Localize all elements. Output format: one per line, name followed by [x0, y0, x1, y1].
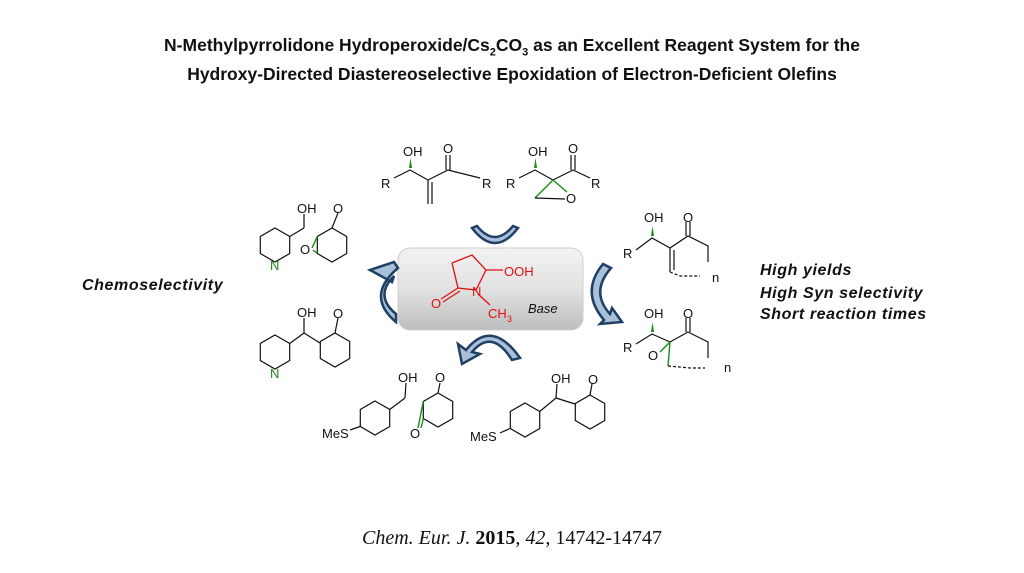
nmp-hydroperoxide-structure: OOH O N CH 3	[431, 254, 534, 324]
n-label: N	[270, 258, 279, 273]
feature-label: Short reaction times	[760, 306, 927, 323]
o-label: O	[300, 242, 310, 257]
oh-label: OH	[644, 306, 664, 321]
ch3-subscript: 3	[507, 314, 512, 324]
title-text: N-Methylpyrrolidone Hydroperoxide/Cs	[164, 35, 490, 55]
mes-aryl-epoxide-structure: MeS OH O O	[322, 370, 454, 441]
title-text: CO	[495, 35, 523, 55]
o-label: O	[683, 306, 693, 321]
mes-aryl-enone-structure: MeS OH O	[470, 371, 606, 444]
pyridyl-enone-structure: OH O N	[259, 305, 351, 381]
o-label: O	[648, 348, 658, 363]
oh-label: OH	[403, 144, 423, 159]
pyridyl-epoxide-structure: OH O O N	[259, 201, 348, 273]
ch3-label: CH	[488, 306, 507, 321]
n-subscript: n	[712, 270, 719, 285]
chemoselectivity-label: Chemoselectivity	[82, 277, 224, 294]
r-label: R	[482, 176, 491, 191]
oh-label: OH	[297, 305, 317, 320]
mes-label: MeS	[322, 426, 349, 441]
o-label: O	[568, 141, 578, 156]
oh-label: OH	[551, 371, 571, 386]
o-label: O	[683, 210, 693, 225]
o-label: O	[431, 296, 441, 311]
o-label: O	[410, 426, 420, 441]
year: 2015	[475, 527, 516, 549]
curved-arrow-right	[590, 262, 625, 326]
reagent-box	[397, 247, 584, 331]
journal: Chem. Eur. J.	[362, 527, 471, 549]
oh-label: OH	[398, 370, 418, 385]
feature-label: High yields	[760, 262, 852, 279]
curved-arrow-left	[366, 260, 400, 325]
title-line-2: Hydroxy-Directed Diastereoselective Epox…	[187, 64, 837, 84]
oh-label: OH	[644, 210, 664, 225]
title-text: as an Excellent Reagent System for the	[528, 35, 860, 55]
o-label: O	[333, 201, 343, 216]
r-label: R	[381, 176, 390, 191]
r-label: R	[623, 340, 632, 355]
n-subscript: n	[724, 360, 731, 375]
ooh-label: OOH	[504, 264, 534, 279]
n-label: N	[472, 284, 481, 299]
pages: 14742-14747	[555, 527, 662, 549]
r-label: R	[506, 176, 515, 191]
o-label: O	[435, 370, 445, 385]
o-label: O	[588, 372, 598, 387]
title-line-1: N-Methylpyrrolidone Hydroperoxide/Cs2CO3…	[0, 35, 1024, 59]
epoxide-product-structure: OH R O R O	[506, 141, 600, 206]
o-label: O	[443, 141, 453, 156]
o-label: O	[566, 191, 576, 206]
substrate-structure: OH R O R	[381, 141, 491, 204]
subscript: 3	[522, 46, 529, 59]
mes-label: MeS	[470, 429, 497, 444]
volume: 42	[525, 527, 546, 549]
cyclic-enone-structure: OH R O n	[623, 210, 719, 285]
oh-label: OH	[528, 144, 548, 159]
base-label: Base	[528, 301, 558, 316]
curved-arrow-top	[470, 224, 520, 245]
o-label: O	[333, 306, 343, 321]
feature-label: High Syn selectivity	[760, 285, 924, 302]
cyclic-epoxide-structure: OH R O O n	[623, 306, 731, 375]
citation: Chem. Eur. J. 2015, 42, 14742-14747	[362, 527, 662, 549]
n-label: N	[270, 366, 279, 381]
subscript: 2	[489, 46, 496, 59]
oh-label: OH	[297, 201, 317, 216]
curved-arrow-bottom	[456, 334, 523, 366]
r-label: R	[623, 246, 632, 261]
r-label: R	[591, 176, 600, 191]
